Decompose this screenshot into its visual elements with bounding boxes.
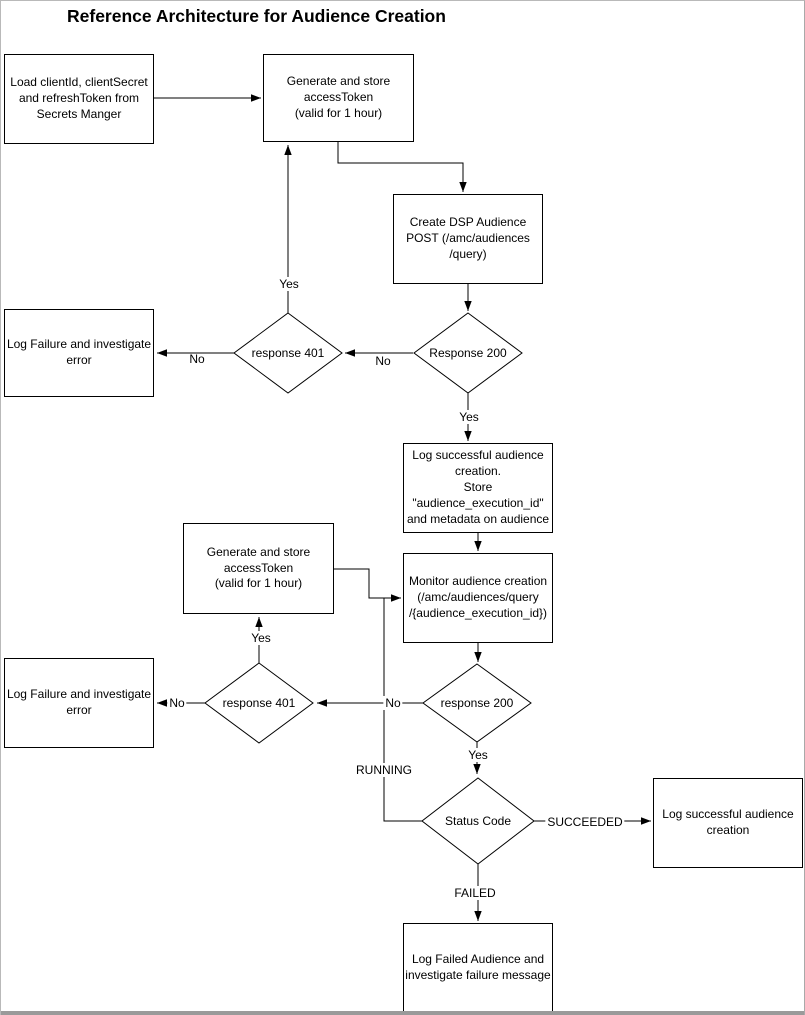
edge-label-yes-2: Yes (457, 410, 481, 424)
edge-token2-to-monitor (334, 568, 401, 602)
edge-label-yes-4: Yes (466, 748, 490, 762)
node-log-success-2: Log successful audience creation (653, 778, 803, 868)
decision-response-401-2-shape (204, 662, 314, 744)
node-generate-token-2: Generate and store accessToken (valid fo… (183, 523, 334, 614)
node-log-failure-2: Log Failure and investigate error (4, 658, 154, 748)
diagram-title: Reference Architecture for Audience Crea… (67, 6, 446, 26)
decision-response-200-1-label: Response 200 (429, 346, 507, 360)
edge-label-failed: FAILED (452, 886, 498, 900)
decision-response-401-1-label: response 401 (251, 346, 325, 360)
frame-bottom-border (1, 1011, 804, 1015)
node-create-dsp-audience: Create DSP Audience POST (/amc/audiences… (393, 194, 543, 284)
decision-response-401-2-label: response 401 (222, 696, 296, 710)
node-load-secrets: Load clientId, clientSecret and refreshT… (4, 54, 154, 144)
node-log-failure-1: Log Failure and investigate error (4, 309, 154, 397)
edge-label-no-1: No (375, 354, 391, 368)
edge-label-yes-3: Yes (249, 631, 273, 645)
edge-label-succeeded: SUCCEEDED (545, 815, 625, 829)
decision-response-200-2-label: response 200 (440, 696, 514, 710)
decision-status-code-label: Status Code (444, 814, 512, 828)
edge-label-no-2: No (189, 352, 205, 366)
edge-label-no-4: No (167, 696, 187, 710)
node-generate-token-1: Generate and store accessToken (valid fo… (263, 54, 414, 142)
edge-label-no-3: No (383, 696, 403, 710)
edge-label-yes-1: Yes (277, 277, 301, 291)
edge-status-running (383, 598, 422, 822)
node-log-success-store: Log successful audience creation. Store … (403, 443, 553, 533)
decision-response-401-1-shape (233, 312, 343, 394)
node-log-failed: Log Failed Audience and investigate fail… (403, 923, 553, 1013)
edge-token1-to-create (337, 142, 467, 192)
edge-label-running: RUNNING (354, 763, 414, 777)
decision-response-200-2-shape (422, 663, 532, 743)
node-monitor-audience: Monitor audience creation (/amc/audience… (403, 553, 553, 643)
decision-response-200-1-shape (413, 312, 523, 394)
decision-status-code-shape (421, 777, 535, 865)
